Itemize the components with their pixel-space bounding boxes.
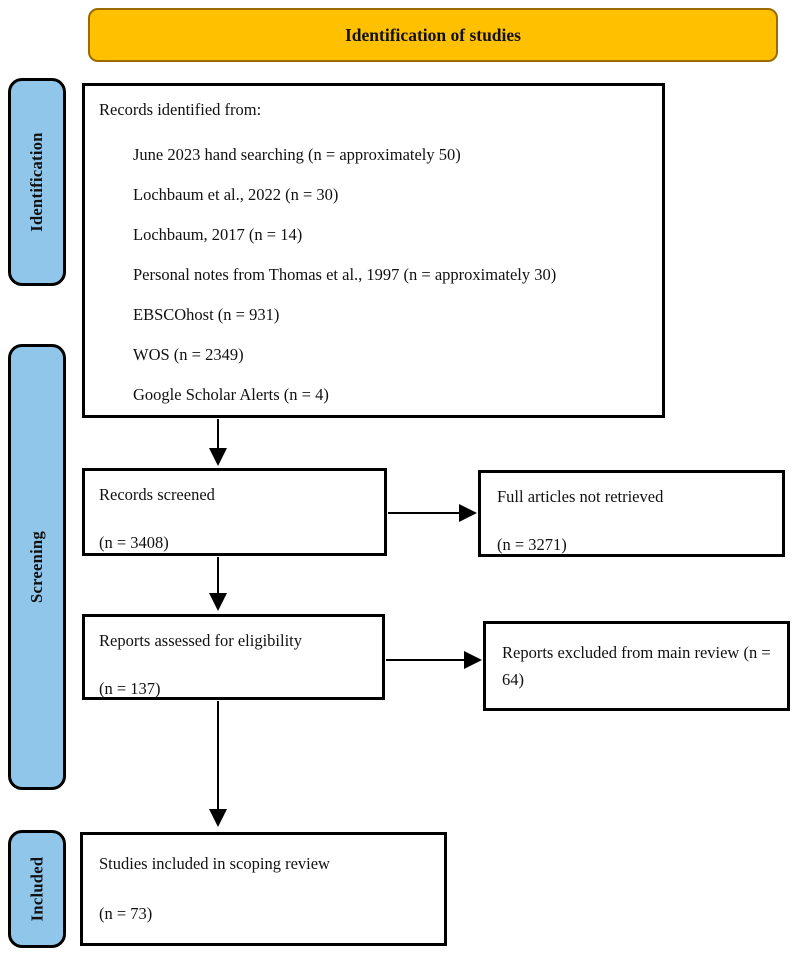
source-item: WOS (n = 2349) — [133, 345, 244, 364]
source-item: Lochbaum et al., 2022 (n = 30) — [133, 185, 339, 204]
source-item: June 2023 hand searching (n = approximat… — [133, 145, 461, 164]
box-label: Studies included in scoping review — [99, 854, 330, 873]
box-reports-assessed: Reports assessed for eligibility (n = 13… — [82, 614, 385, 700]
records-identified-header: Records identified from: — [99, 100, 262, 119]
box-count: (n = 73) — [99, 904, 153, 923]
box-full-articles-not-retrieved: Full articles not retrieved (n = 3271) — [478, 470, 785, 557]
stage-label: Included — [27, 856, 47, 922]
arrow-screened-to-assessed — [209, 557, 227, 611]
arrow-screened-to-notretrieved — [388, 504, 477, 522]
box-records-screened: Records screened (n = 3408) — [82, 468, 387, 556]
stage-label: Screening — [27, 530, 46, 604]
source-item: Lochbaum, 2017 (n = 14) — [133, 225, 303, 244]
box-studies-included: Studies included in scoping review (n = … — [80, 832, 447, 946]
source-item: Personal notes from Thomas et al., 1997 … — [133, 265, 557, 284]
stage-tab-included: Included — [8, 830, 66, 948]
box-label: Full articles not retrieved — [497, 487, 664, 506]
stage-tab-screening: Screening — [8, 344, 66, 790]
stage-tab-identification: Identification — [8, 78, 66, 286]
box-reports-excluded: Reports excluded from main review (n = 6… — [483, 621, 790, 711]
source-item: EBSCOhost (n = 931) — [133, 305, 280, 324]
diagram-title: Identification of studies — [345, 24, 521, 45]
arrow-identified-to-screened — [209, 419, 227, 466]
box-records-identified: Records identified from: June 2023 hand … — [82, 83, 665, 418]
box-count: (n = 3271) — [497, 535, 567, 554]
box-count: (n = 3408) — [99, 533, 169, 552]
stage-label: Identification — [27, 132, 47, 232]
arrow-assessed-to-included — [209, 701, 227, 827]
arrow-assessed-to-excluded — [386, 651, 482, 669]
diagram-title-banner: Identification of studies — [88, 8, 778, 62]
box-label: Reports excluded from main review (n = 6… — [502, 643, 771, 689]
box-label: Records screened — [99, 485, 215, 504]
source-item: Google Scholar Alerts (n = 4) — [133, 385, 329, 404]
box-label: Reports assessed for eligibility — [99, 631, 303, 650]
box-count: (n = 137) — [99, 679, 161, 698]
